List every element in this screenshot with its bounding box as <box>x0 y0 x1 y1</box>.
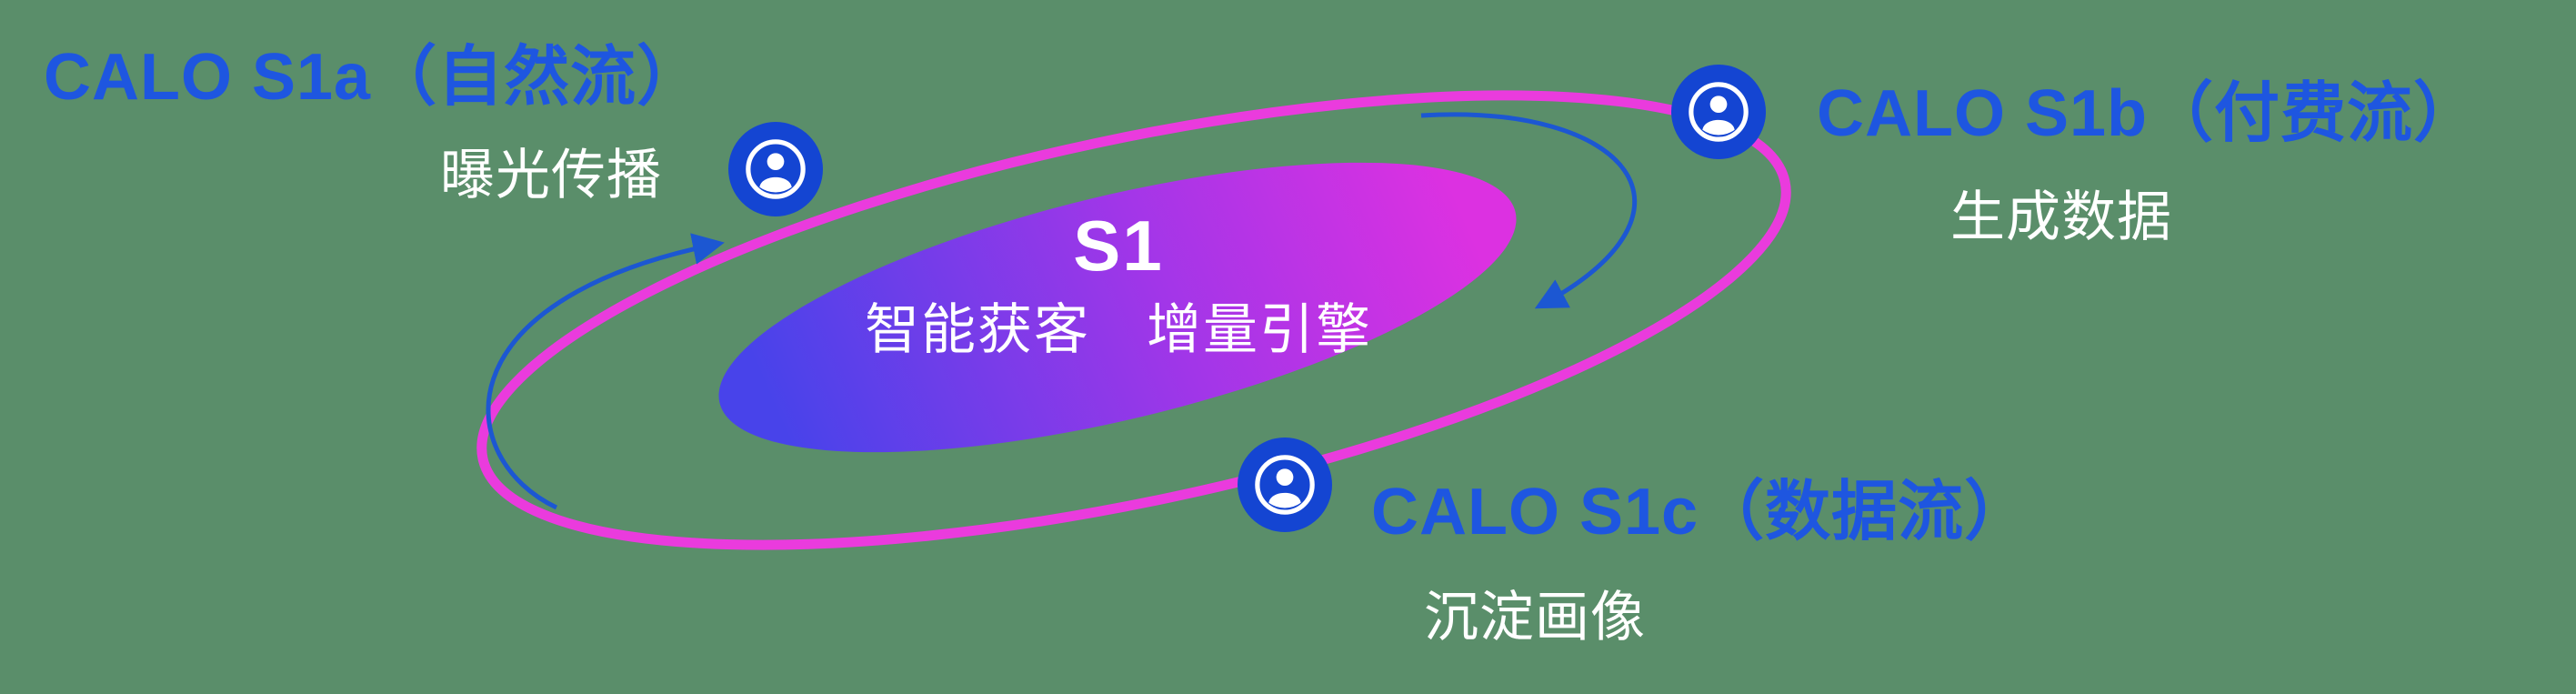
core-text-block: S1 智能获客 增量引擎 <box>782 206 1455 360</box>
user-avatar-icon-s1c <box>1238 438 1332 532</box>
user-avatar-icon-s1b <box>1671 65 1766 159</box>
user-avatar-icon <box>728 122 823 216</box>
core-subtitle: 智能获客 增量引擎 <box>865 298 1372 360</box>
user-avatar-icon <box>1671 65 1766 159</box>
node-sublabel-s1c: 沉淀画像 <box>1424 587 1646 648</box>
node-sublabel-s1b: 生成数据 <box>1950 186 2172 247</box>
node-label-s1c: CALO S1c（数据流） <box>1371 476 2031 548</box>
core-title: S1 <box>1073 206 1164 286</box>
user-avatar-icon <box>1238 438 1332 532</box>
user-avatar-icon-s1a <box>728 122 823 216</box>
node-sublabel-s1a: 曝光传播 <box>440 145 662 206</box>
node-label-s1a: CALO S1a（自然流） <box>44 41 704 114</box>
orbit-ring <box>476 90 1791 550</box>
flow-arrow-top-right-down <box>1420 112 1638 309</box>
flow-arrow-left-up <box>486 233 725 510</box>
node-label-s1b: CALO S1b（付费流） <box>1817 77 2481 150</box>
